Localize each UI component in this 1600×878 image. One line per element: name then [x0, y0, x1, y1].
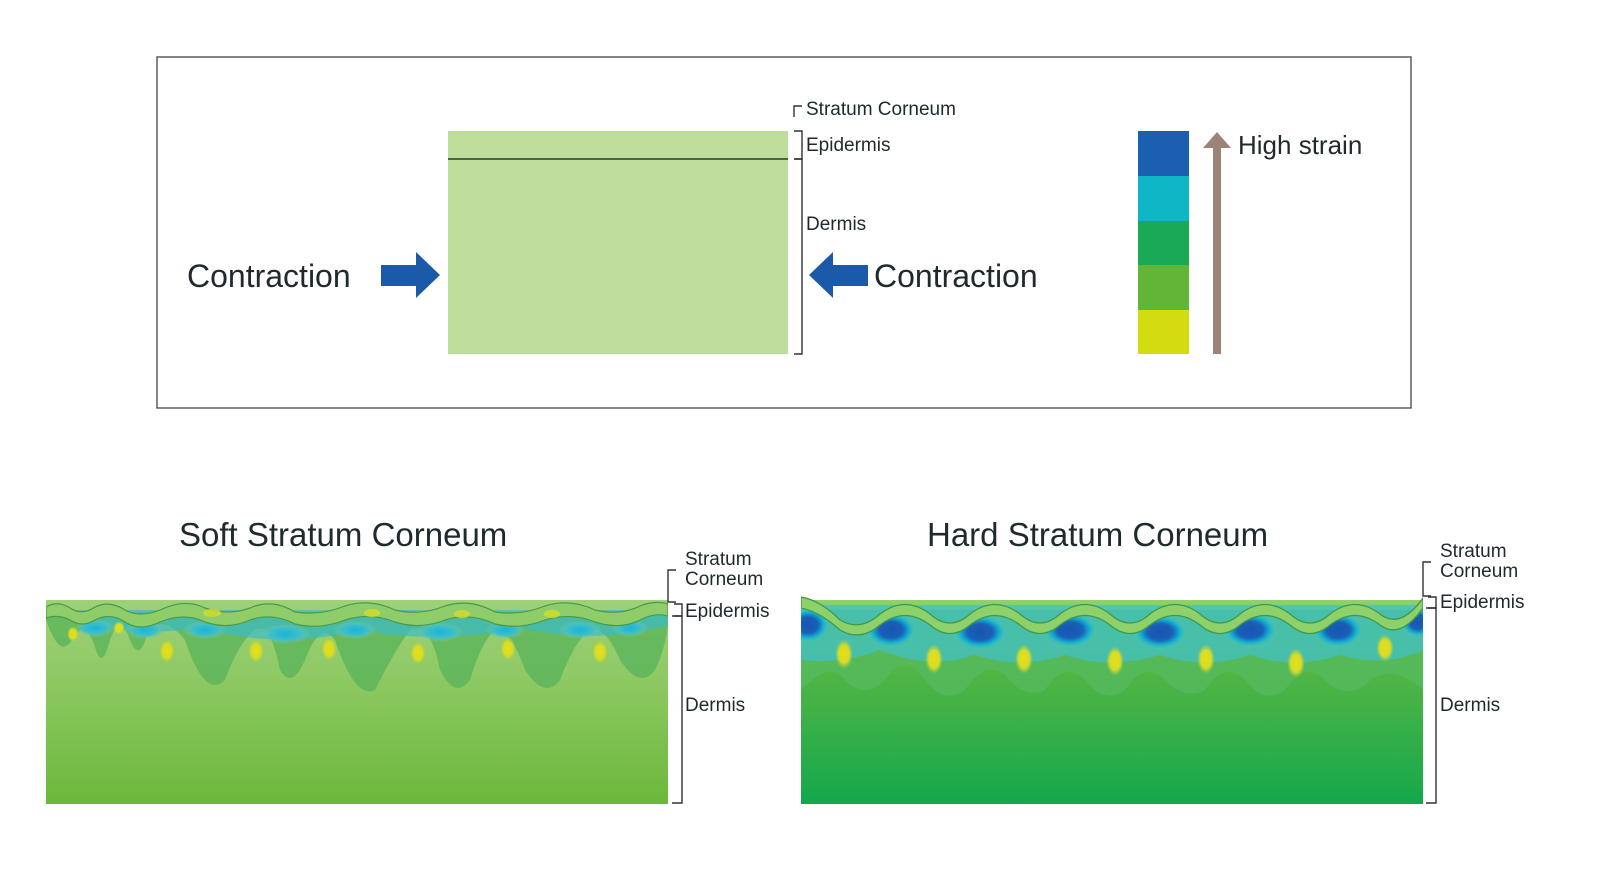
skin-block [448, 131, 788, 354]
soft-epidermis-bracket [674, 603, 683, 617]
soft-label-corneum: Corneum [685, 569, 763, 590]
top-panel-frame [156, 56, 1412, 409]
label-stratum-corneum: Stratum Corneum [806, 99, 956, 120]
label-dermis: Dermis [806, 214, 866, 235]
strain-arrow-icon [1203, 132, 1231, 354]
hard-dermis-bracket [1426, 607, 1437, 804]
stratum-corneum-bracket [793, 105, 802, 117]
title-soft-stratum-corneum: Soft Stratum Corneum [179, 516, 507, 553]
label-contraction-left: Contraction [187, 258, 351, 294]
hard-label-dermis: Dermis [1440, 695, 1500, 716]
arrow-right-icon [381, 252, 440, 298]
hard-stratum-corneum-bracket [1422, 561, 1431, 597]
soft-label-dermis: Dermis [685, 695, 745, 716]
epidermis-bracket [794, 130, 803, 160]
hard-epidermis-bracket [1428, 596, 1437, 609]
hard-label-stratum: Stratum [1440, 541, 1507, 562]
soft-label-epidermis: Epidermis [685, 601, 769, 622]
strain-color-scale [1138, 131, 1189, 354]
label-contraction-right: Contraction [874, 258, 1038, 294]
title-hard-stratum-corneum: Hard Stratum Corneum [927, 516, 1268, 553]
label-epidermis: Epidermis [806, 135, 890, 156]
hard-label-corneum: Corneum [1440, 561, 1518, 582]
hard-label-epidermis: Epidermis [1440, 592, 1524, 613]
soft-dermis-bracket [672, 615, 683, 804]
soft-stratum-corneum-bracket [667, 569, 676, 603]
soft-label-stratum: Stratum [685, 549, 752, 570]
label-high-strain: High strain [1238, 130, 1362, 160]
dermis-bracket [794, 158, 803, 355]
soft-skin-section [46, 600, 668, 804]
arrow-left-icon [809, 252, 868, 298]
hard-skin-section [801, 596, 1423, 804]
